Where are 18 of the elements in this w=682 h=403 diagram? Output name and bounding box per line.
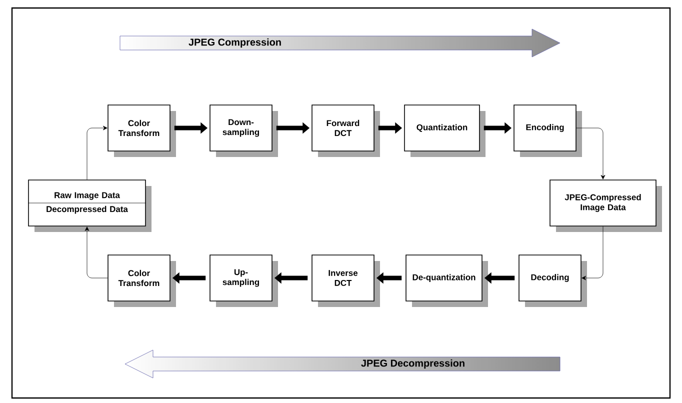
arrow-label: JPEG Decompression (361, 359, 464, 369)
arrow (86, 126, 108, 180)
arrow (84, 226, 108, 278)
process-box: Encoding (514, 104, 582, 157)
arrow (576, 128, 606, 180)
process-box: Inverse DCT (312, 254, 380, 307)
arrow-label: JPEG Compression (188, 38, 281, 48)
process-box: De-quantization (406, 254, 488, 307)
process-box: Decoding (518, 254, 587, 307)
process-box: JPEG-Compressed Image Data (550, 180, 662, 232)
arrow (582, 226, 604, 280)
process-box: Color Transform (108, 254, 176, 307)
process-box: Raw Image Data Decompressed Data (28, 180, 152, 232)
process-box: Quantization (404, 104, 486, 157)
process-box: Up-sampling (210, 254, 278, 307)
process-box: Forward DCT (312, 104, 380, 157)
process-box: Color Transform (108, 104, 176, 157)
process-box: Down-sampling (210, 104, 278, 157)
